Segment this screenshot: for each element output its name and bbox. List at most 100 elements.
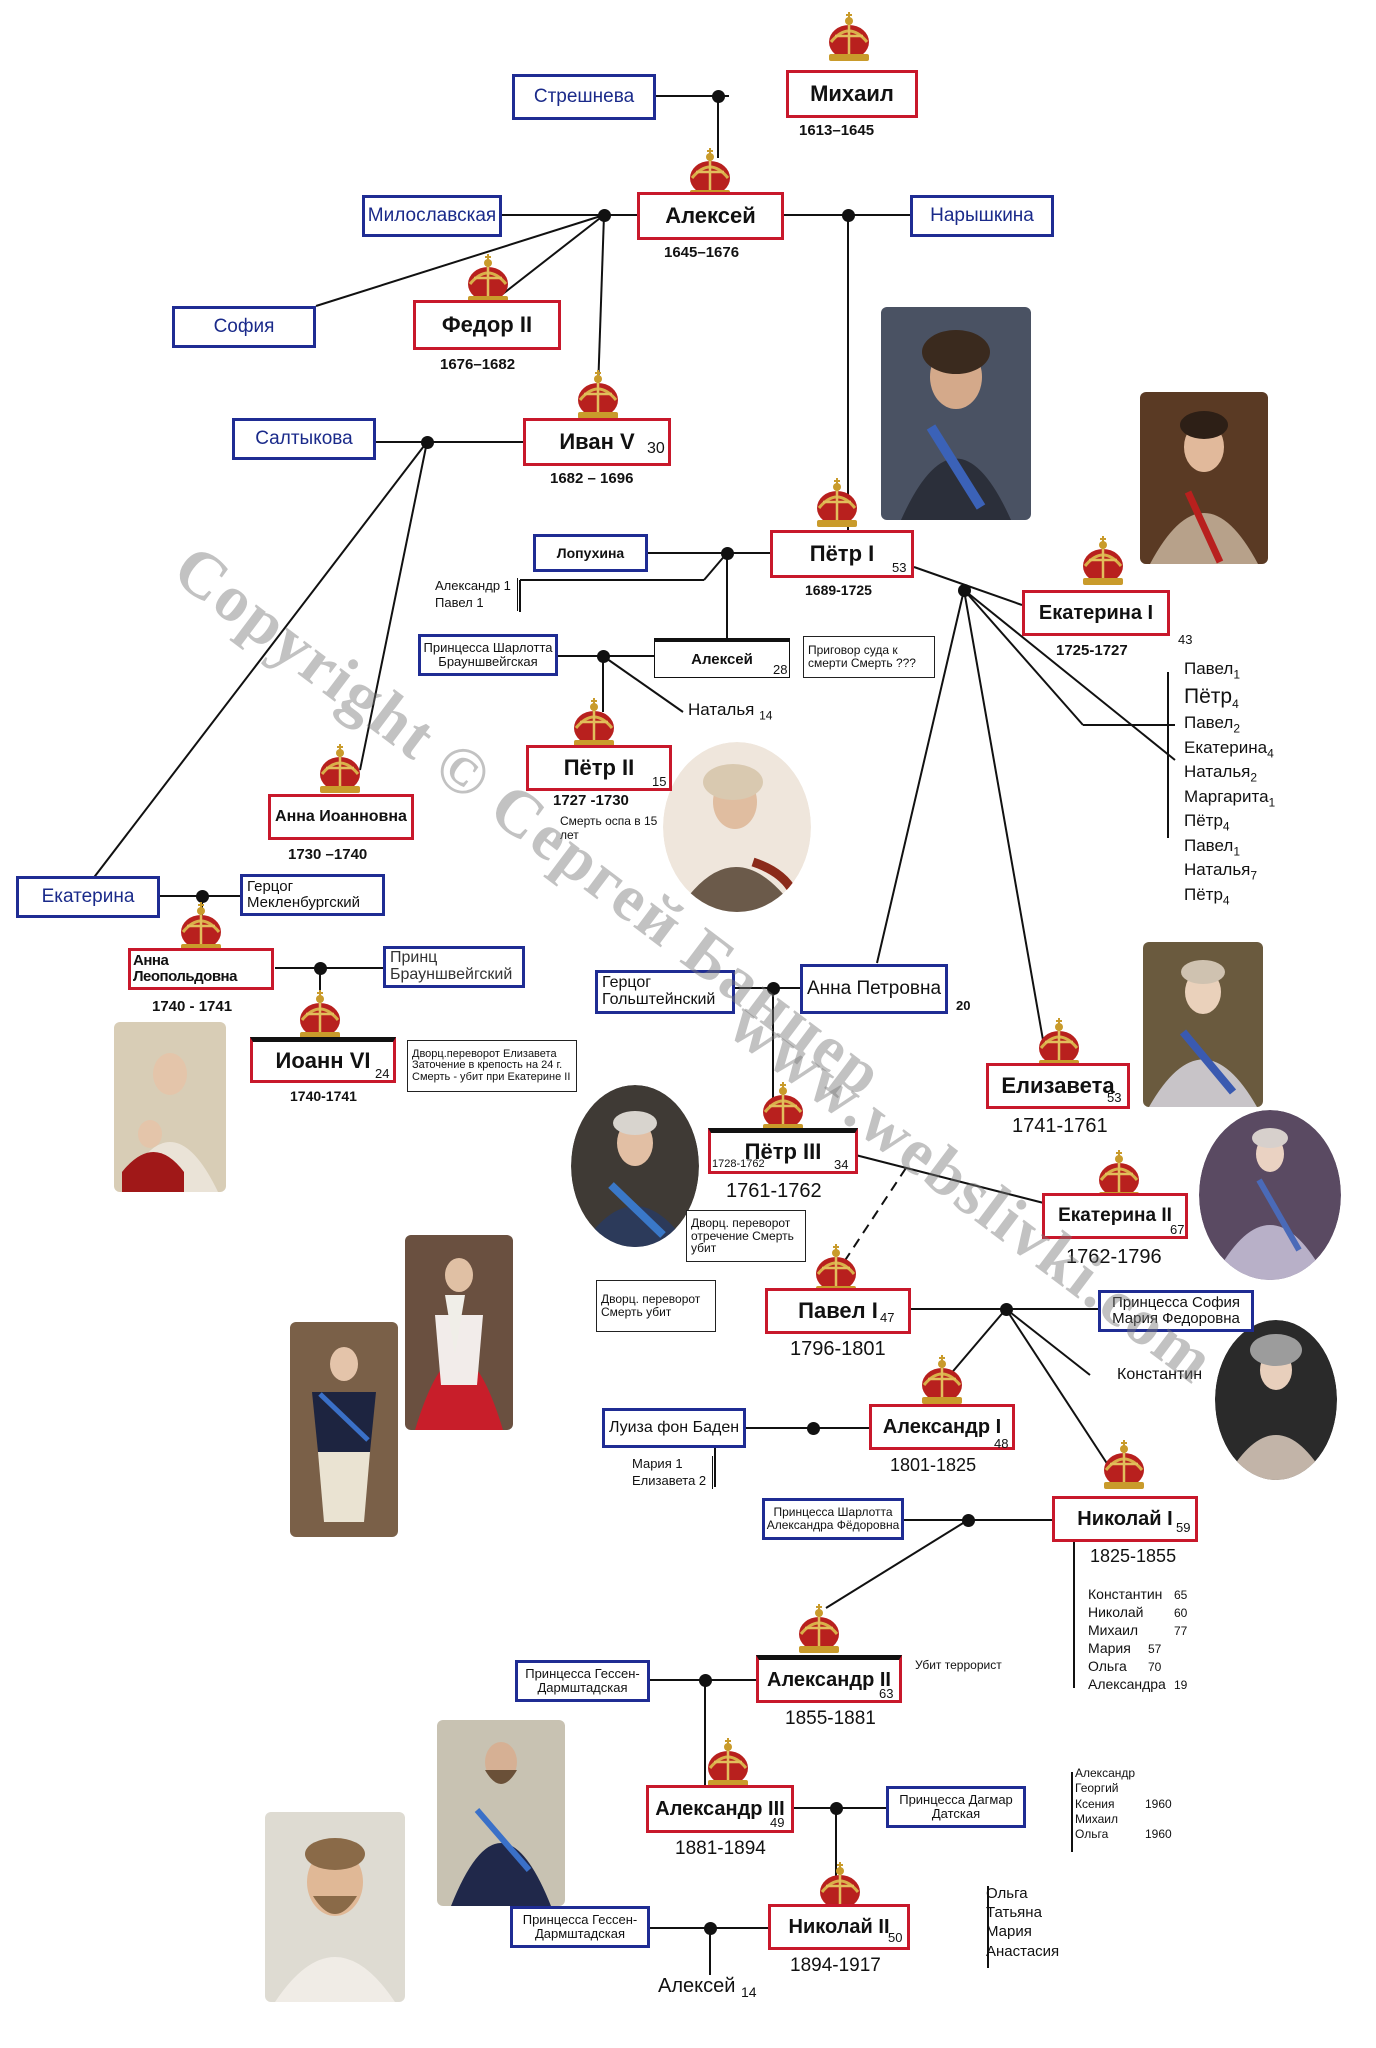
marriage-dot: [962, 1514, 975, 1527]
child-name: Константин: [1088, 1586, 1163, 1602]
spouse-streshneva: Стрешнева: [512, 74, 656, 120]
child-entry: Пётр4: [1184, 683, 1275, 712]
child-entry: Маргарита1: [1184, 786, 1275, 811]
marriage-dot: [712, 90, 725, 103]
portrait-elizaveta: [1143, 942, 1263, 1107]
child-count: 4: [1222, 819, 1230, 834]
marriage-dot: [721, 547, 734, 560]
ruler-ioann6: Иоанн VI: [250, 1037, 396, 1083]
child-name: Наталья: [1184, 762, 1251, 782]
child-age: 60: [1174, 1605, 1188, 1620]
crown-icon: [814, 1244, 858, 1294]
ruler-name: Пётр II: [563, 755, 635, 781]
crown-icon: [688, 148, 732, 198]
spouse-name: София: [213, 316, 275, 338]
ruler-anna-ioannovna: Анна Иоанновна: [268, 794, 414, 840]
ruler-name: Николай I: [1077, 1507, 1173, 1530]
spouse-lopukhina: Лопухина: [533, 534, 648, 572]
child-name: Пётр: [1184, 811, 1223, 831]
child-name: Александра: [1088, 1675, 1166, 1692]
child-name: Алексей: [658, 1975, 736, 1997]
ruler-years: 1761-1762: [726, 1180, 822, 1202]
child-name: Ольга: [1075, 1827, 1109, 1842]
spouse-miloslavskaya: Милославская: [362, 195, 502, 237]
crown-icon: [318, 744, 362, 794]
ruler-name: Елизавета: [1001, 1073, 1115, 1099]
ruler-years: 1730 –1740: [288, 846, 368, 863]
spouse-name: Нарышкина: [930, 205, 1034, 227]
child-name: Екатерина: [1184, 737, 1268, 757]
spouse-sofia-mariya: Принцесса София Мария Федоровна: [1098, 1290, 1254, 1332]
child-name: Павел 1: [435, 594, 484, 610]
spouse-name: Анна Петровна: [806, 978, 942, 1000]
crown-icon: [1037, 1018, 1081, 1068]
child-entry: Наталья7: [1184, 859, 1275, 884]
child-name: Александр: [1075, 1766, 1136, 1780]
child-name: Елизавета 2: [632, 1472, 707, 1488]
marriage-dot: [597, 650, 610, 663]
ruler-name: Павел I: [798, 1298, 878, 1324]
children-lopukhina: Александр 1 Павел 1: [435, 578, 518, 612]
marriage-dot: [598, 209, 611, 222]
child-name: Маргарита: [1184, 786, 1269, 806]
death-note: Смерть оспа в 15 лет: [560, 814, 658, 842]
marriage-dot: [958, 584, 971, 597]
ruler-age: 28: [773, 662, 788, 677]
child-count: 1: [1233, 667, 1241, 682]
marriage-dot: [314, 962, 327, 975]
ruler-years: 1796-1801: [790, 1338, 886, 1360]
child-name: Мария 1: [632, 1456, 683, 1471]
ruler-age: 15: [652, 774, 667, 789]
ruler-age: 50: [888, 1930, 903, 1945]
crown-icon: [576, 370, 620, 420]
marriage-dot: [807, 1422, 820, 1435]
child-count: 1: [1268, 795, 1276, 810]
child-count: 4: [1232, 696, 1239, 711]
crown-icon: [706, 1738, 750, 1788]
spouse-name: Салтыкова: [255, 428, 353, 450]
note-text: Приговор суда к смерти Смерть ???: [808, 643, 916, 670]
ruler-anna-leopoldovna: Анна Леопольдовна: [128, 948, 274, 990]
ruler-ekaterina2: Екатерина II: [1042, 1193, 1188, 1239]
fate-note-petr3: Дворц. переворот отречение Смерть убит: [686, 1210, 806, 1262]
ruler-mikhail: Михаил: [786, 70, 918, 118]
ruler-aleksei: Алексей: [637, 192, 784, 240]
ruler-name: Анна Леопольдовна: [133, 952, 237, 985]
child-count: 4: [1222, 893, 1230, 908]
crown-icon: [572, 698, 616, 748]
marriage-dot: [767, 982, 780, 995]
ruler-aleksandr3: Александр III: [646, 1785, 794, 1833]
ruler-years: 1762-1796: [1066, 1246, 1162, 1268]
ruler-years: 1676–1682: [440, 356, 516, 373]
crown-icon: [1081, 536, 1125, 586]
crown-icon: [298, 990, 342, 1040]
child-name: Ксения: [1075, 1796, 1115, 1811]
child-age: 77: [1174, 1623, 1188, 1638]
child-name: Пётр: [1184, 885, 1223, 904]
child-count: 7: [1250, 868, 1258, 883]
spouse-dagmar: Принцесса Дагмар Датская: [886, 1786, 1026, 1828]
child-age: 1960: [1145, 1827, 1172, 1842]
spouse-gertsog-golsht: Герцог Гольштейнский: [595, 970, 735, 1014]
spouse-anna-petrovna: Анна Петровна: [800, 964, 948, 1014]
portrait-aleksandr1: [290, 1322, 398, 1537]
spouse-charlotta-br: Принцесса Шарлотта Брауншвейгская: [418, 634, 558, 676]
crown-icon: [797, 1604, 841, 1654]
child-entry: Наталья2: [1184, 761, 1275, 786]
child-name: Наталья: [688, 700, 755, 719]
ruler-petr1: Пётр I: [770, 530, 914, 578]
child-count: 1: [1233, 844, 1241, 859]
child-name: Ольга: [986, 1885, 1028, 1902]
ruler-name: Иоанн VI: [275, 1048, 371, 1074]
note-text: Дворц.переворот Елизавета Заточение в кр…: [412, 1047, 571, 1083]
spouse-name: Принцесса Дагмар Датская: [899, 1792, 1013, 1821]
ruler-ekaterina1: Екатерина I: [1022, 590, 1170, 636]
child-name: Анастасия: [986, 1942, 1060, 1960]
ruler-name: Алексей: [691, 650, 753, 668]
portrait-aleksandr3: [437, 1720, 565, 1906]
child-name: Михаил: [1075, 1812, 1118, 1827]
